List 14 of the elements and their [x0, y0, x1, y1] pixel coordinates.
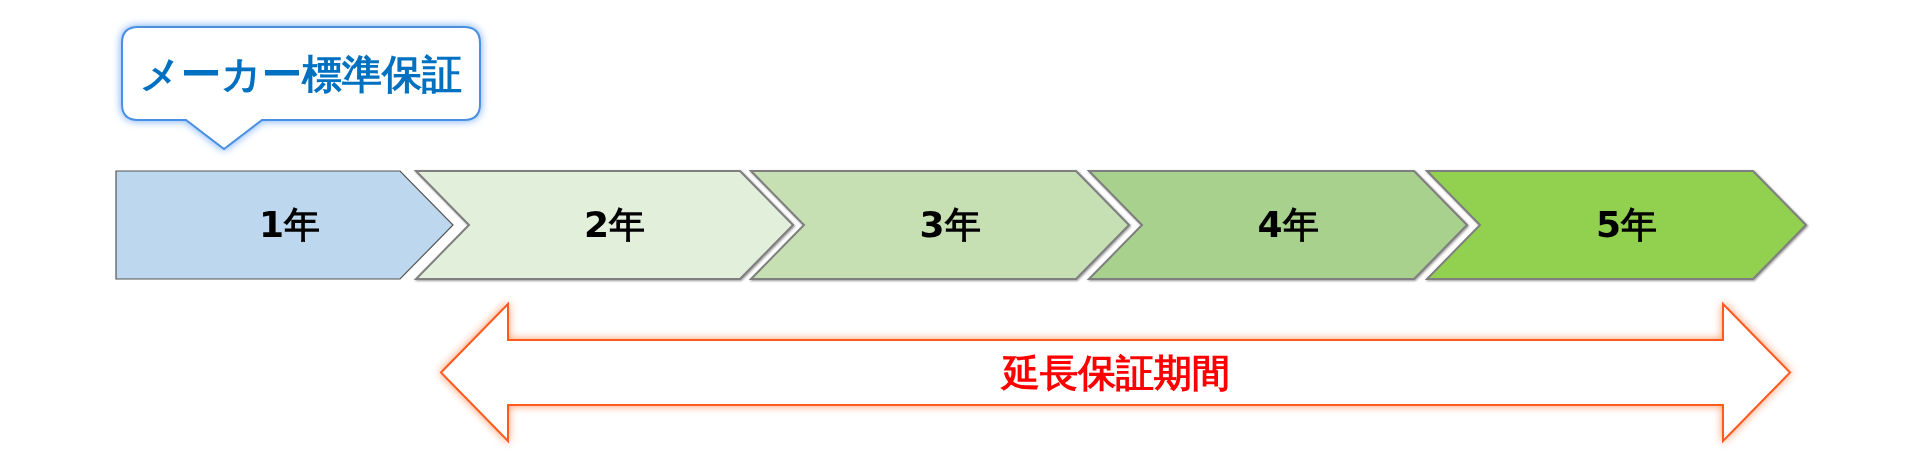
year-segment	[416, 171, 793, 279]
year-segment	[1427, 171, 1806, 279]
year-label: 4年	[1257, 202, 1319, 247]
year-segment	[116, 171, 453, 279]
year-label: 5年	[1595, 202, 1658, 247]
callout-text: メーカー標準保証	[140, 49, 462, 98]
year-segment	[751, 171, 1129, 279]
year-label: 3年	[919, 202, 981, 247]
year-segment	[1089, 171, 1467, 279]
period-band	[441, 304, 1790, 441]
period-label: 延長保証期間	[1001, 349, 1230, 396]
year-label: 2年	[583, 202, 646, 247]
year-label: 1年	[258, 202, 321, 247]
speech-callout	[122, 27, 480, 149]
